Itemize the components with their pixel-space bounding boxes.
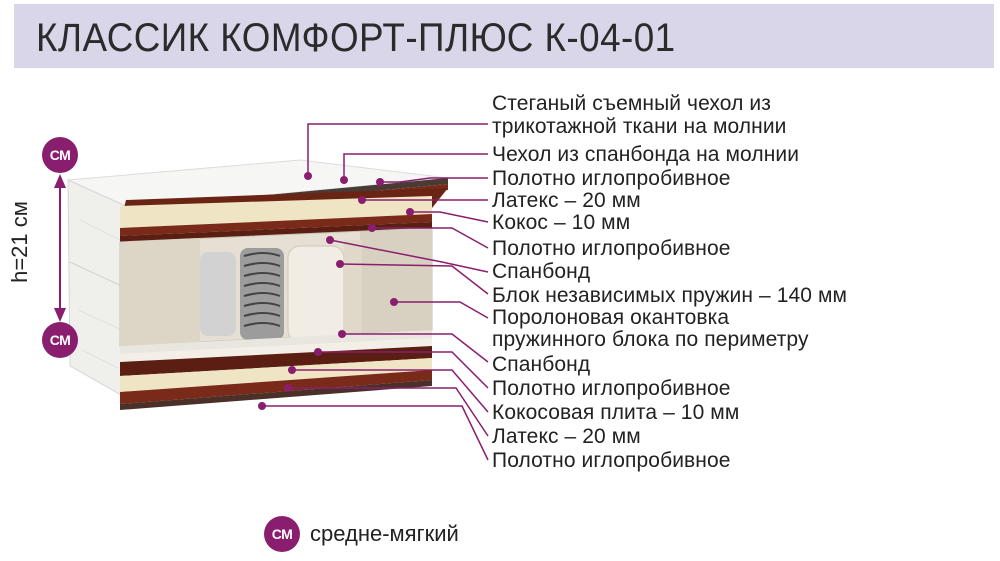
label-spring-block: Блок независимых пружин – 140 мм (492, 284, 848, 307)
leader-lines (262, 123, 489, 461)
spring-block (119, 227, 433, 347)
label-latex-top: Латекс – 20 мм (492, 189, 641, 212)
label-cover-2: трикотажной ткани на молнии (492, 115, 787, 138)
label-spunbond-1: Спанбонд (492, 260, 591, 283)
height-label: h=21 см (7, 201, 32, 283)
label-spunbond-2: Спанбонд (492, 353, 591, 376)
top-layers (120, 178, 448, 242)
page-title: КЛАССИК КОМФОРТ-ПЛЮС К-04-01 (36, 16, 676, 60)
label-needle-felt-4: Полотно иглопробивное (492, 449, 731, 472)
leader-dots (258, 172, 414, 410)
firmness-badge-top: СМ (42, 137, 78, 173)
label-foam-edge-1: Поролоновая окантовка (492, 306, 730, 329)
label-foam-edge-2: пружинного блока по периметру (492, 328, 809, 351)
legend-text: средне-мягкий (310, 521, 459, 546)
label-spunbond-cover: Чехол из спанбонда на молнии (492, 143, 800, 166)
label-needle-felt-2: Полотно иглопробивное (492, 237, 731, 260)
mattress-cover (66, 159, 449, 401)
label-coconut-bottom: Кокосовая плита – 10 мм (492, 401, 740, 424)
firmness-badge-bottom: СМ (42, 322, 78, 358)
title-bar: КЛАССИК КОМФОРТ-ПЛЮС К-04-01 (14, 4, 994, 68)
legend-badge: СМ (264, 516, 300, 552)
label-needle-felt-1: Полотно иглопробивное (492, 167, 731, 190)
label-needle-felt-3: Полотно иглопробивное (492, 377, 731, 400)
height-dimension (54, 174, 66, 322)
label-coconut-top: Кокос – 10 мм (492, 211, 631, 234)
label-cover-1: Стеганый съемный чехол из (492, 92, 771, 115)
label-latex-bottom: Латекс – 20 мм (492, 425, 641, 448)
